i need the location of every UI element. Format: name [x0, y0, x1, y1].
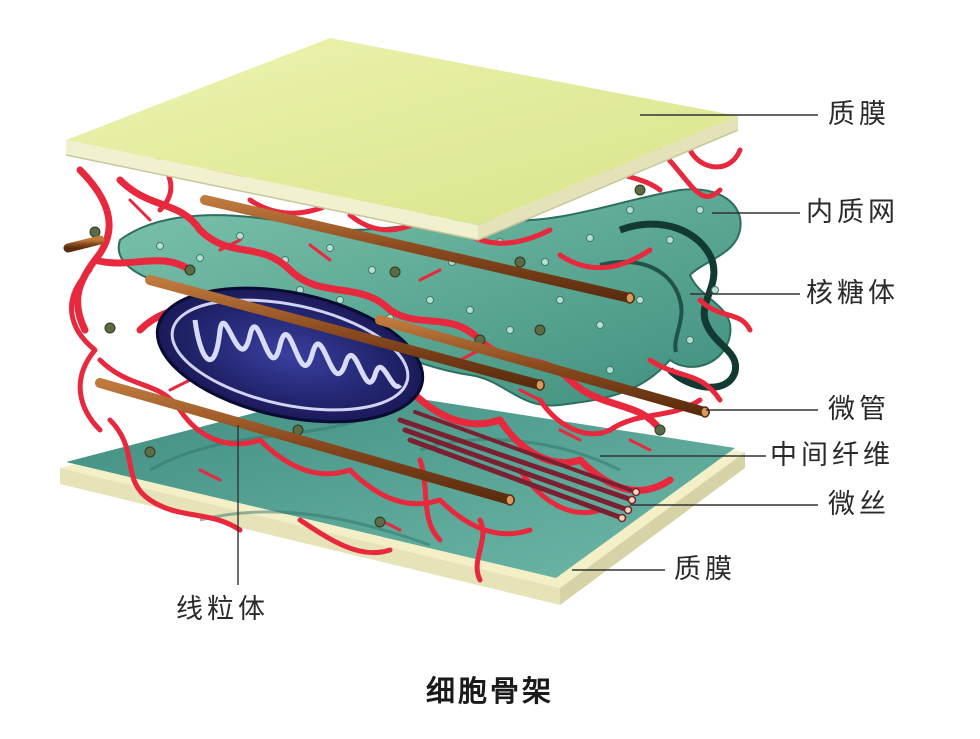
label-endoplasmic-reticulum: 内质网: [806, 197, 899, 228]
label-ribosome: 核糖体: [806, 278, 899, 309]
label-plasma-membrane-bottom: 质膜: [674, 554, 736, 585]
mitochondrion: [155, 286, 425, 424]
label-microtubule: 微管: [828, 394, 890, 425]
label-mitochondrion: 线粒体: [176, 594, 269, 625]
microtubules: [63, 195, 710, 505]
label-intermediate-filament: 中间纤维: [770, 440, 894, 471]
label-plasma-membrane-top: 质膜: [828, 99, 890, 130]
top-membrane: [65, 38, 739, 241]
leader-lines: [237, 114, 818, 585]
label-microfilament: 微丝: [828, 489, 890, 520]
microtubule-ends: [505, 292, 710, 506]
microfilament-bundle: [397, 410, 641, 523]
figure-caption: 细胞骨架: [425, 674, 554, 708]
